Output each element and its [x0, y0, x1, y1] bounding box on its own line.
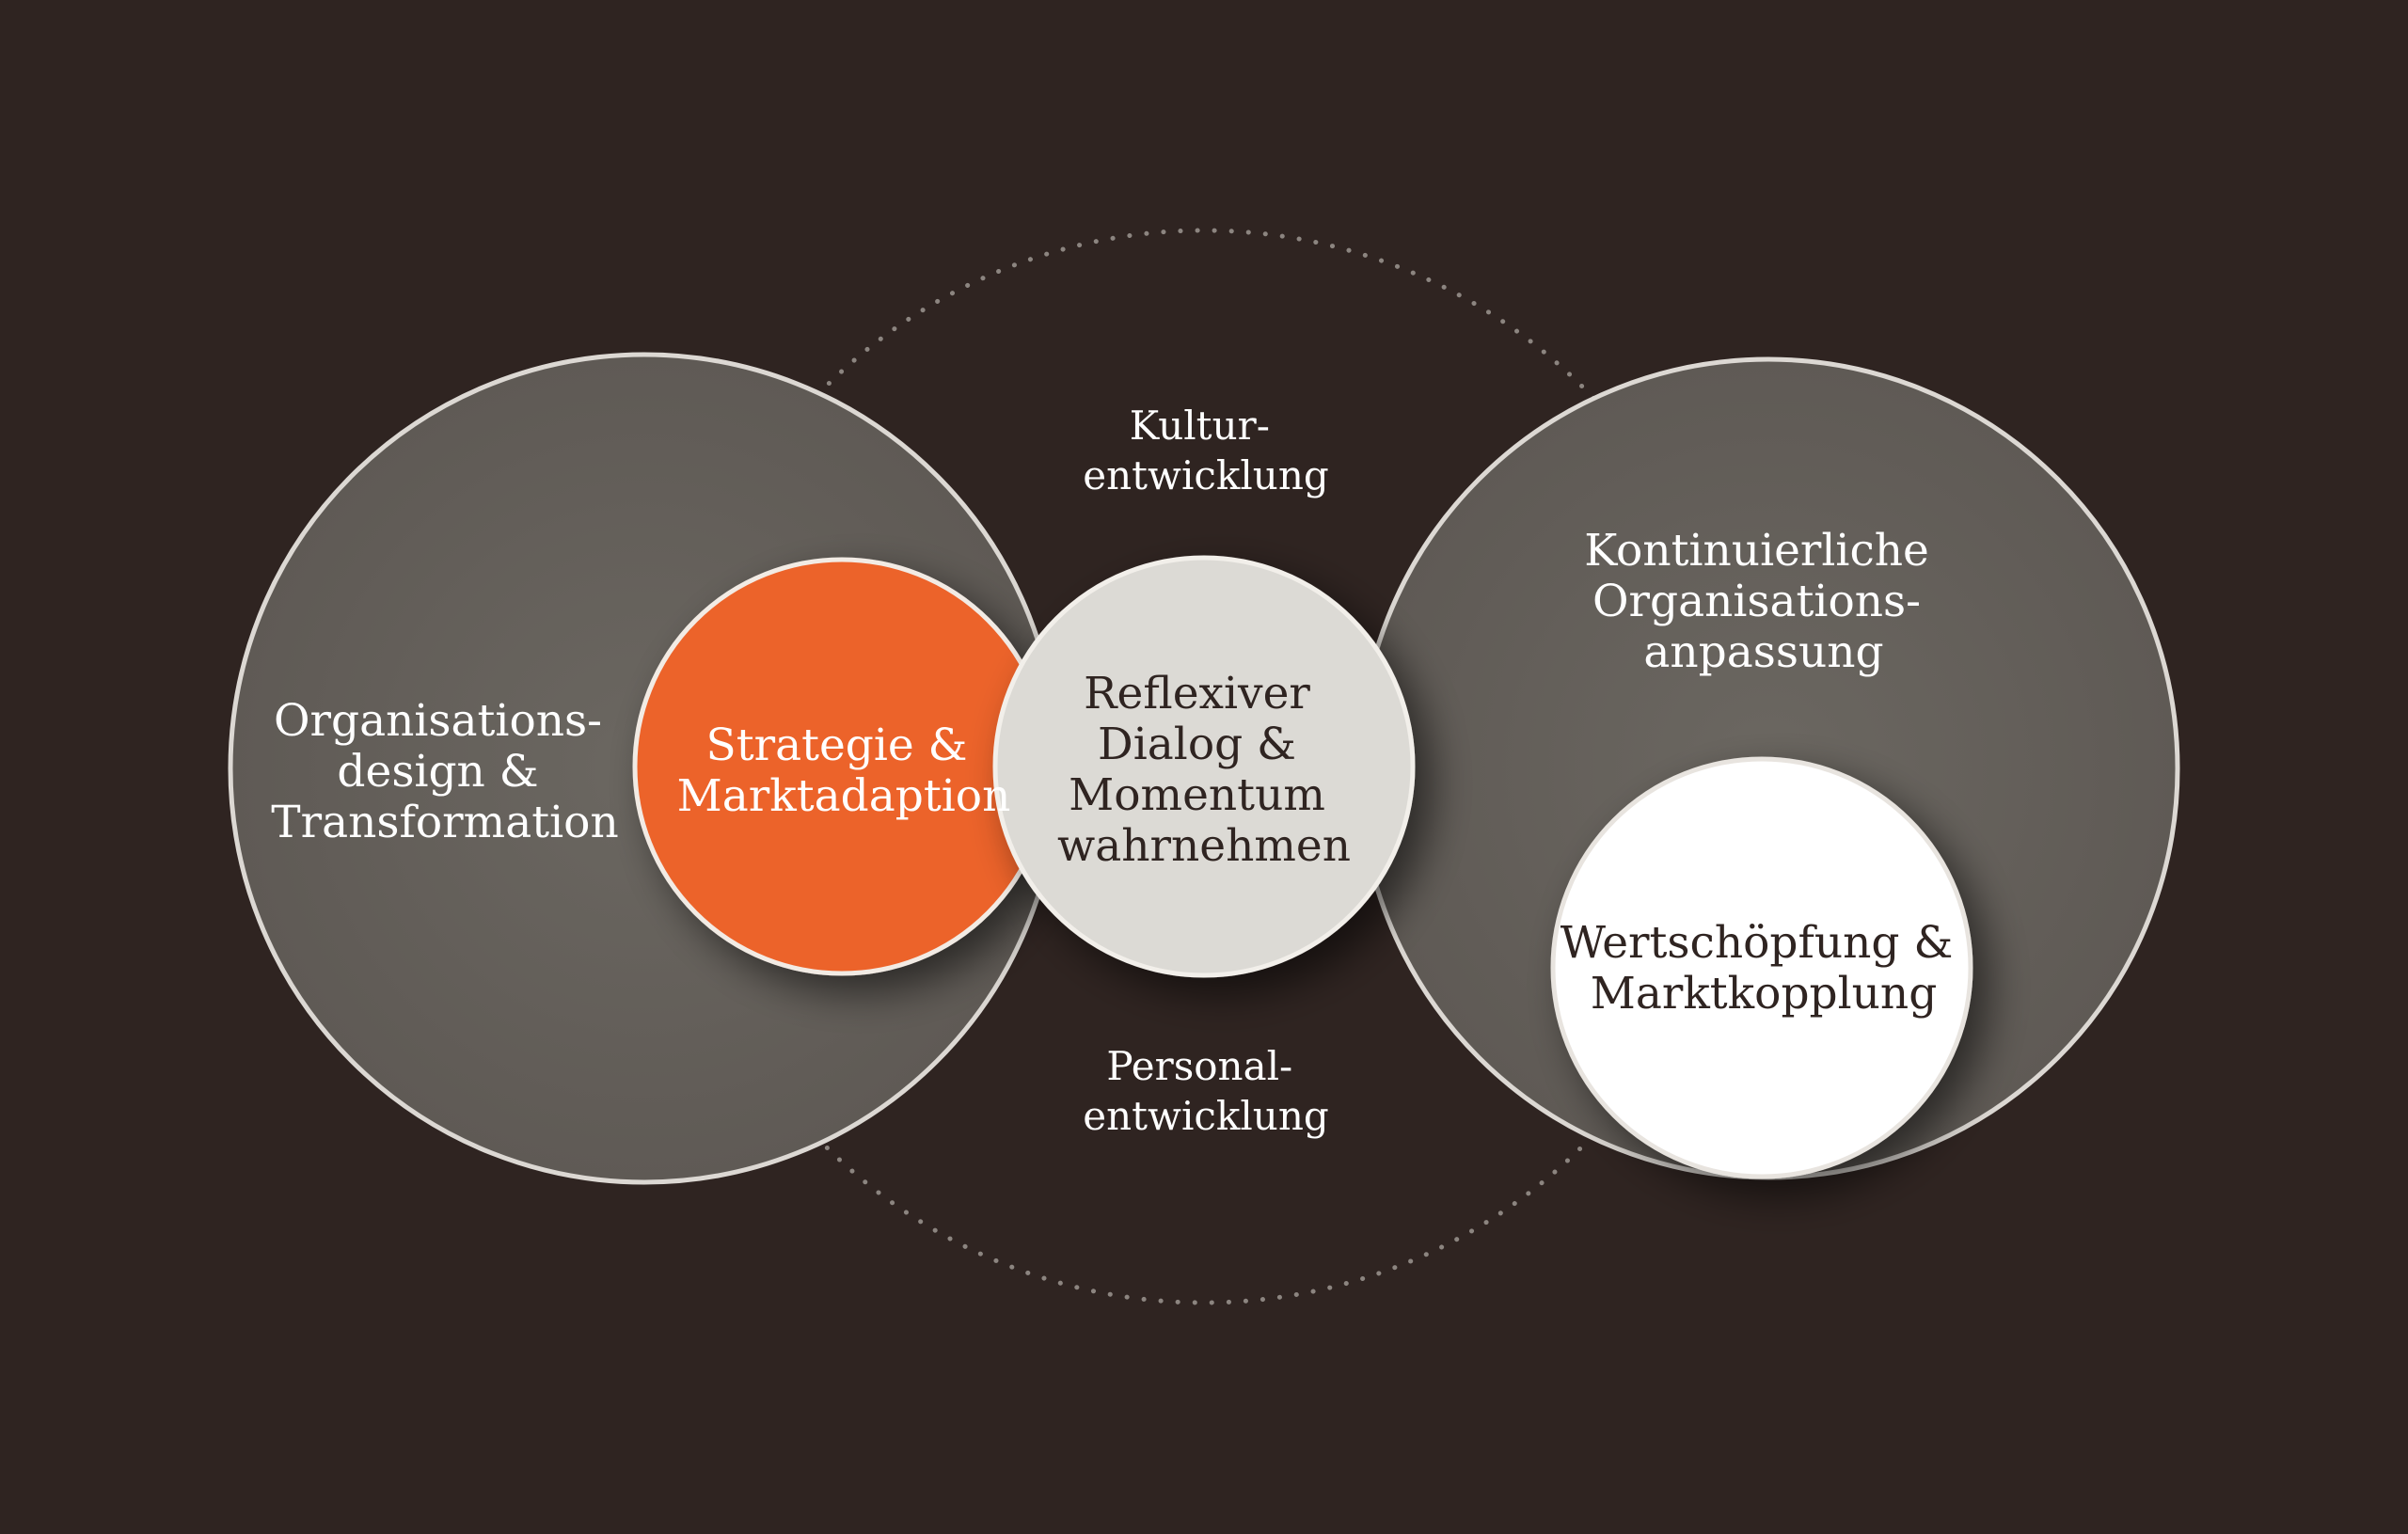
dialog-circle-line-2: Dialog & — [1098, 719, 1296, 770]
value-circle-line-1: Wertschöpfung & — [1560, 917, 1954, 969]
right-circle-line-1: Kontinuierliche — [1584, 525, 1929, 577]
value-circle-label: Wertschöpfung & Marktkopplung — [1560, 917, 1968, 1020]
right-circle-line-2: Organisations- — [1592, 576, 1921, 627]
bottom-label-line-2: entwicklung — [1083, 1093, 1329, 1139]
dialog-circle — [992, 555, 1416, 978]
bottom-label-line-1: Personal- — [1106, 1043, 1292, 1089]
value-circle-line-2: Marktkopplung — [1591, 968, 1938, 1020]
left-circle-label: Organisations- design & Transformation — [271, 695, 618, 848]
left-circle-line-3: Transformation — [271, 797, 618, 848]
top-label-line-2: entwicklung — [1083, 452, 1329, 498]
left-circle-line-2: design & — [337, 746, 538, 798]
top-label-line-1: Kultur- — [1130, 403, 1270, 449]
value-circle — [1550, 756, 1973, 1179]
top-label: Kultur- entwicklung — [1083, 403, 1329, 498]
strategy-circle-line-2: Marktadaption — [677, 770, 1011, 822]
dialog-circle-line-4: wahrnehmen — [1057, 820, 1351, 872]
strategy-circle-line-1: Strategie & — [706, 720, 968, 771]
right-circle-label: Kontinuierliche Organisations- anpassung — [1584, 525, 1943, 678]
dialog-circle-line-1: Reflexiver — [1084, 668, 1310, 720]
bottom-label: Personal- entwicklung — [1083, 1043, 1329, 1139]
right-circle-line-3: anpassung — [1643, 626, 1883, 678]
dialog-circle-label: Reflexiver Dialog & Momentum wahrnehmen — [1057, 668, 1351, 872]
strategy-circle-label: Strategie & Marktadaption — [677, 720, 1011, 822]
left-circle-line-1: Organisations- — [274, 695, 602, 747]
dialog-circle-line-3: Momentum — [1069, 769, 1325, 821]
